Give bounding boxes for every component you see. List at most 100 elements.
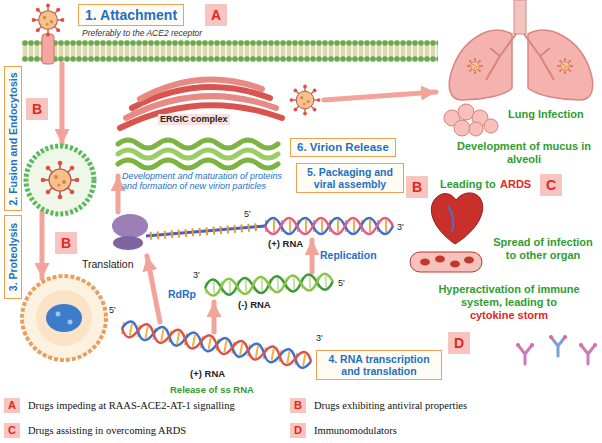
effect-label: Leading to [440,178,496,191]
pathway-arrows [310,240,315,272]
ergic-complex [118,80,282,168]
blood-vessel [410,252,482,272]
alveoli [444,104,498,136]
process-label: Release of ss RNA [170,384,254,395]
node-text: 6. Virion Release [297,141,389,153]
blood-vessel [420,259,430,266]
node-text: 1. Attachment [85,7,177,23]
pathway-arrows [116,176,121,212]
cell-membrane [32,4,65,37]
step-box: 1. Attachment [78,4,184,26]
drug-class-tag: B [55,232,77,254]
strand-end: 3' [316,333,323,344]
lungs [467,58,482,73]
rna-helix [121,320,313,369]
drug-class-tag: D [448,332,470,354]
rna-helix [265,218,393,234]
drug-class-tag: C [540,174,562,196]
antibodies [518,345,532,364]
lungs [528,30,593,100]
legend-letter: D [290,423,306,438]
antibodies [563,335,567,339]
step-box: 2. Fusion and Endocytosis [4,66,22,211]
node-text: B [32,101,42,117]
note-text: Development and maturation of proteins a… [122,172,294,192]
virion [290,85,321,116]
antibodies [579,343,597,364]
lungs [486,34,554,80]
node-text: D [454,335,464,351]
ergic-complex [118,140,278,148]
antibodies [516,343,520,347]
antibodies [549,335,567,356]
proteolysis-cell [36,290,92,346]
cell-membrane [22,40,438,62]
lungs [449,30,512,100]
lungs [514,0,526,34]
cell-membrane [42,34,54,64]
ergic-complex [118,150,278,158]
blood-vessel [450,261,460,268]
ergic-complex [140,80,262,99]
step-box: 5. Packaging and viral assembly [296,163,404,193]
legend-letter: A [4,398,20,413]
effect-label: cytokine storm [425,309,593,322]
rna-helix [121,320,313,369]
rna-helix [121,320,313,369]
cell-membrane [22,4,438,64]
endocytosis-vesicle [26,146,94,214]
rna-helix [265,218,393,234]
antibodies [516,343,534,364]
legend-text: Drugs assisting in overcoming ARDS [28,423,186,438]
blood-vessel [435,256,445,263]
step-box: 4. RNA transcription and translation [316,350,442,380]
pathway-arrows [40,212,45,278]
pathway-arrows [324,92,436,100]
node-text: A [211,7,221,23]
effect-label: Lung Infection [508,108,584,121]
enzyme-label: RdRp [168,288,196,301]
legend-letter: B [290,398,306,413]
virion [290,85,321,116]
blood-vessel [464,257,474,264]
antibodies [516,335,597,364]
ribosome [146,226,265,236]
node-text: 5. Packaging and viral assembly [307,166,393,190]
rna-helix [265,218,393,234]
effect-label: Spread of infection to other organ [487,236,599,262]
effect-label: Development of mucus in alveoli [449,140,599,166]
rna-label: (+) RNA [268,238,303,249]
process-label: Translation [82,258,134,271]
node-text: C [546,177,556,193]
pathway-arrows [212,302,217,332]
legend-text: Immunomodulators [314,423,397,438]
legend-letter: C [4,423,20,438]
rna-label: (-) RNA [238,299,271,310]
antibodies [551,337,565,356]
strand-end: 5' [338,278,345,289]
proteolysis-cell [22,276,106,360]
ribosome [112,214,265,250]
strand-end: 5' [109,305,116,316]
rna-helix [205,273,334,296]
antibodies [579,343,583,347]
alveoli [484,119,498,133]
node-text: 3. Proteolysis [7,223,19,291]
alveoli [469,122,483,136]
node-text: 4. RNA transcription and translation [328,353,429,377]
alveoli [454,120,470,136]
note-text: Preferably to the ACE2 receptor [82,28,202,38]
rna-helix [205,273,334,296]
antibodies [581,345,595,364]
effect-label: ARDS [500,178,531,191]
rna-helix [205,273,334,296]
node-text: B [61,235,71,251]
ribosome [112,214,148,238]
antibodies [549,335,553,339]
antibodies [530,343,534,347]
strand-end: 3' [397,222,404,233]
organelle-label: ERGIC complex [158,114,230,125]
step-box: 6. Virion Release [290,138,396,157]
